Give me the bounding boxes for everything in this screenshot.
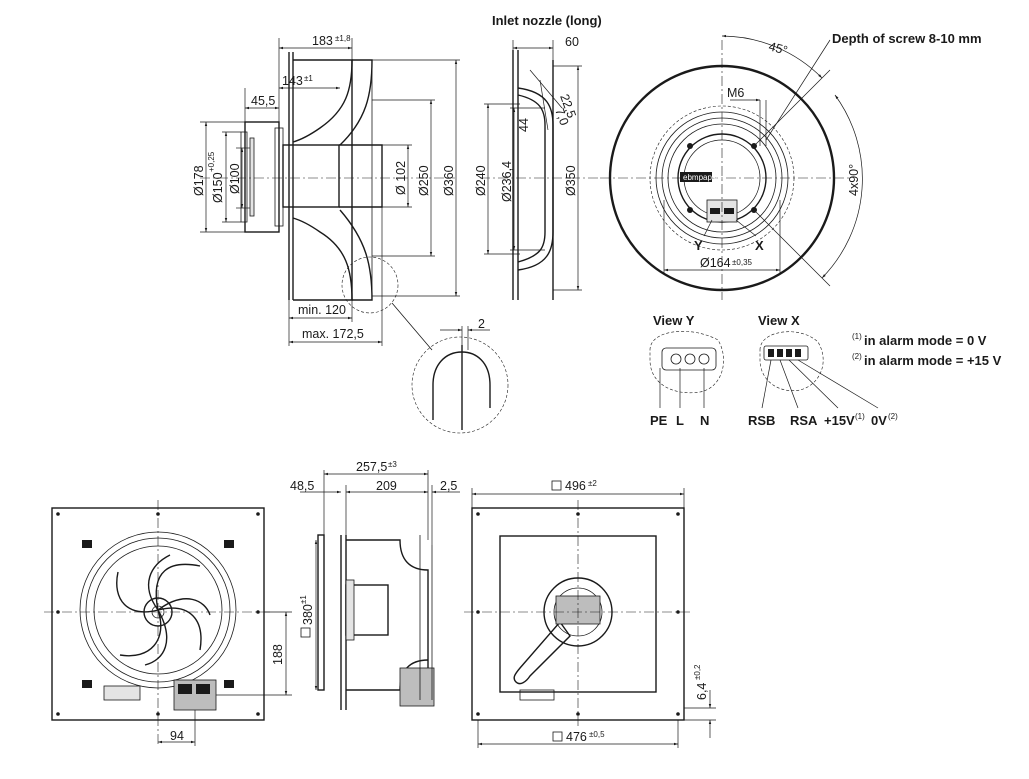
motor-body — [282, 144, 340, 208]
dim-209: 209 — [376, 479, 397, 493]
pin-l: L — [676, 413, 684, 428]
square-symbol-496 — [551, 480, 562, 491]
dim-143-tol: ±1 — [304, 74, 313, 83]
note1: in alarm mode = 0 V — [864, 333, 987, 348]
pin-pe: PE — [650, 413, 668, 428]
pin-n: N — [700, 413, 709, 428]
dim-476: 476 — [566, 730, 587, 744]
dim-d240: Ø240 — [474, 165, 488, 196]
dim-60: 60 — [565, 35, 579, 49]
dim-max-172-5: max. 172,5 — [302, 327, 364, 341]
dim-d102: Ø 102 — [394, 161, 408, 195]
dim-d350: Ø350 — [564, 165, 578, 196]
label-y: Y — [694, 238, 703, 253]
brand-label — [680, 172, 712, 182]
dim-7: 7,0 — [552, 106, 571, 127]
pin-0v: 0V — [871, 413, 887, 428]
dim-44: 44 — [517, 118, 531, 132]
impeller-blade-top — [292, 59, 353, 143]
dim-476-tol: ±0,5 — [589, 730, 605, 739]
dim-d150-tol: +0,25 — [207, 151, 216, 172]
plate-side-view — [300, 470, 460, 710]
side-view-labels: 183 ±1,8 143 ±1 45,5 Ø178 Ø150 +0,25 Ø10… — [192, 34, 485, 341]
pin-15v-sup: (1) — [855, 412, 865, 421]
brand-text: ebmpapst — [683, 173, 719, 182]
support-strut — [513, 620, 571, 685]
dim-min-120: min. 120 — [298, 303, 346, 317]
label-x: X — [755, 238, 764, 253]
nozzle-profile — [517, 94, 546, 263]
connection-labels: View Y View X PE L N RSB RSA +15V (1) 0V… — [650, 313, 1002, 428]
note1-sup: (1) — [852, 332, 862, 341]
angle-4x90: 4x90° — [847, 164, 861, 196]
dim-d236-4: Ø236,4 — [500, 161, 514, 202]
dim-d178: Ø178 — [192, 165, 206, 196]
dim-2-5: 2,5 — [440, 479, 457, 493]
pin-15v: +15V — [824, 413, 855, 428]
dim-496-tol: ±2 — [588, 479, 597, 488]
dim-6-4: 6,4 — [695, 683, 709, 700]
square-symbol-380 — [300, 627, 311, 638]
plate-flange — [317, 534, 325, 691]
dim-d360: Ø360 — [442, 165, 456, 196]
detail-dim-2: 2 — [478, 317, 485, 331]
nozzle-view — [480, 40, 600, 300]
view-y-connector — [661, 347, 717, 371]
dim-380-tol: ±1 — [299, 595, 308, 604]
screw-note: Depth of screw 8-10 mm — [832, 31, 982, 46]
front-view-labels: Depth of screw 8-10 mm 45° 4x90° M6 Ø164… — [683, 31, 982, 270]
note2-sup: (2) — [852, 352, 862, 361]
dim-d150: Ø150 — [211, 172, 225, 203]
pin-0v-sup: (2) — [888, 412, 898, 421]
dim-188: 188 — [271, 644, 285, 665]
square-symbol-476 — [552, 731, 563, 742]
dim-48-5: 48,5 — [290, 479, 314, 493]
dim-d164: Ø164 — [700, 256, 731, 270]
pin-rsa: RSA — [790, 413, 818, 428]
dim-94: 94 — [170, 729, 184, 743]
dim-257-5-tol: ±3 — [388, 460, 397, 469]
front-view — [600, 34, 863, 300]
nozzle-labels: Inlet nozzle (long) 60 22,5 7,0 44 Ø240 … — [474, 13, 602, 202]
impeller-blade-bottom — [292, 217, 353, 301]
dim-143: 143 — [282, 74, 303, 88]
plate-front-view — [44, 500, 292, 746]
pin-rsb: RSB — [748, 413, 775, 428]
dim-257-5: 257,5 — [356, 460, 387, 474]
view-x-connector — [763, 345, 809, 361]
plate-rear-view — [464, 488, 716, 748]
dim-496: 496 — [565, 479, 586, 493]
junction-box-side — [399, 667, 435, 707]
dim-d250: Ø250 — [417, 165, 431, 196]
plate-rear-labels: 496 ±2 476 ±0,5 6,4 ±0,2 — [551, 479, 709, 744]
detail-blade — [432, 351, 463, 420]
connection-views — [649, 330, 879, 409]
motor-housing-rear — [244, 121, 280, 233]
dim-d164-tol: ±0,35 — [732, 258, 753, 267]
note2: in alarm mode = +15 V — [864, 353, 1002, 368]
m6-label: M6 — [727, 86, 744, 100]
view-x-title: View X — [758, 313, 800, 328]
dim-45-5: 45,5 — [251, 94, 275, 108]
side-view — [200, 38, 509, 434]
dim-183-tol: ±1,8 — [335, 34, 351, 43]
angle-45: 45° — [767, 39, 789, 57]
dim-183: 183 — [312, 34, 333, 48]
dim-6-4-tol: ±0,2 — [693, 664, 702, 680]
plate-side-labels: 48,5 257,5 ±3 209 2,5 380 ±1 — [290, 460, 457, 638]
plate-front-labels: 188 94 — [170, 644, 285, 743]
view-y-title: View Y — [653, 313, 695, 328]
dim-d100: Ø100 — [228, 163, 242, 194]
dim-380: 380 — [301, 604, 315, 625]
nozzle-title: Inlet nozzle (long) — [492, 13, 602, 28]
